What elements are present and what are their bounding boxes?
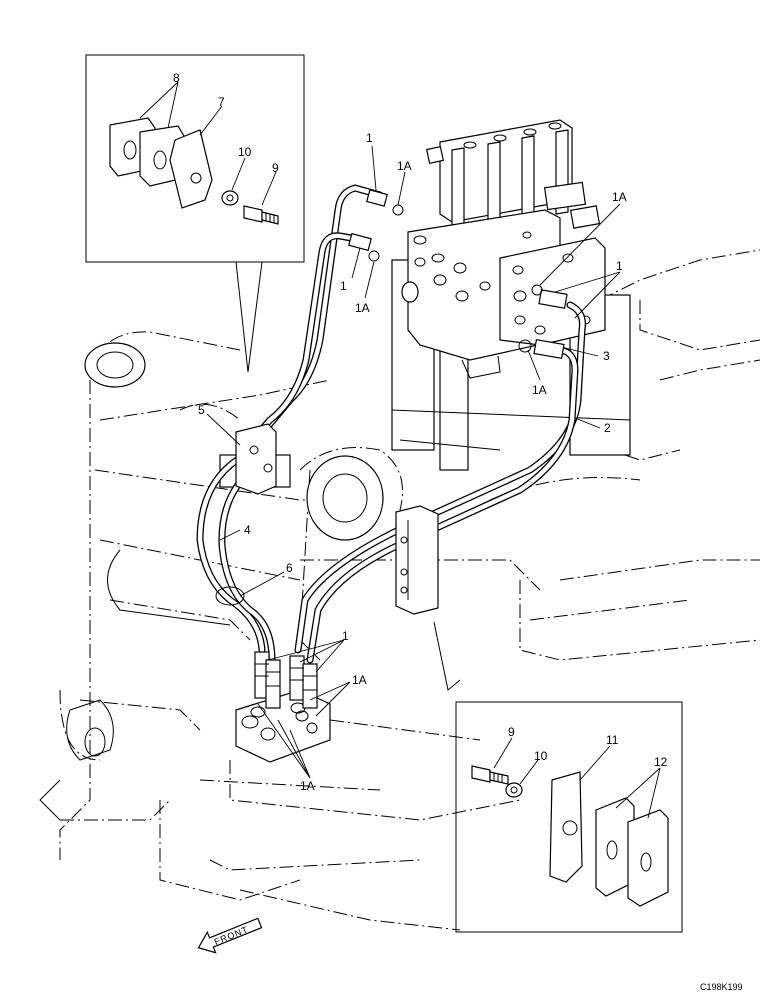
hose-clamp-part-11-12 <box>395 505 461 691</box>
clamp-bracket-part-7 <box>169 129 213 209</box>
callout-7: 7 <box>218 95 225 109</box>
drawing-code: C198K199 <box>700 982 743 992</box>
callout-4: 4 <box>244 523 251 537</box>
hose-clamp-part-5 <box>235 423 277 495</box>
bottom-manifold <box>235 651 331 763</box>
bolt-part-9a <box>243 205 279 225</box>
callout-1a-mid: 1A <box>355 301 370 315</box>
callout-10-upper: 10 <box>238 145 252 159</box>
inset-frame-lower <box>455 701 683 933</box>
callout-1-mid: 1 <box>340 279 347 293</box>
callout-1a-bottom: 1A <box>300 779 315 793</box>
callout-1a-valve-low: 1A <box>532 383 547 397</box>
callout-1-right: 1 <box>616 259 623 273</box>
callout-1-bottom: 1 <box>342 629 349 643</box>
hydraulic-hoses <box>196 184 586 664</box>
boom-cylinder <box>39 455 384 821</box>
callout-leaders <box>206 145 621 779</box>
callout-1a-top: 1A <box>397 159 412 173</box>
wire-band-part-6 <box>215 586 245 606</box>
control-valve <box>391 119 631 471</box>
clamp-half-part-12b <box>627 809 669 907</box>
clamp-bracket-part-11 <box>549 771 583 883</box>
callout-6: 6 <box>286 561 293 575</box>
callout-1a-bottom-right: 1A <box>352 673 367 687</box>
callout-1-top: 1 <box>366 131 373 145</box>
washer-part-10b <box>505 782 523 798</box>
callout-1a-right: 1A <box>612 190 627 204</box>
callout-10-lower: 10 <box>534 749 548 763</box>
callout-5: 5 <box>198 403 205 417</box>
callout-11: 11 <box>606 733 619 747</box>
front-direction-arrow: FRONT <box>197 917 263 954</box>
machine-frame-outline <box>59 249 761 931</box>
callout-8: 8 <box>173 71 180 85</box>
callout-3: 3 <box>603 349 610 363</box>
front-label: FRONT <box>213 924 250 947</box>
callout-9-lower: 9 <box>508 725 515 739</box>
inset-clamp-detail-lower: 9 10 11 12 <box>455 701 683 933</box>
inset-frame-upper <box>85 54 305 263</box>
inset-clamp-detail-upper: 8 7 10 9 <box>85 54 305 373</box>
callout-2: 2 <box>604 421 611 435</box>
callout-12: 12 <box>654 755 668 769</box>
bolt-part-9b <box>471 765 509 785</box>
callout-labels: 1 1A 1A 1 1 1A 3 1A 2 5 4 6 1 1A 1A <box>198 131 627 793</box>
callout-9-upper: 9 <box>272 161 279 175</box>
washer-part-10a <box>221 190 239 206</box>
valve-fittings <box>348 189 568 360</box>
